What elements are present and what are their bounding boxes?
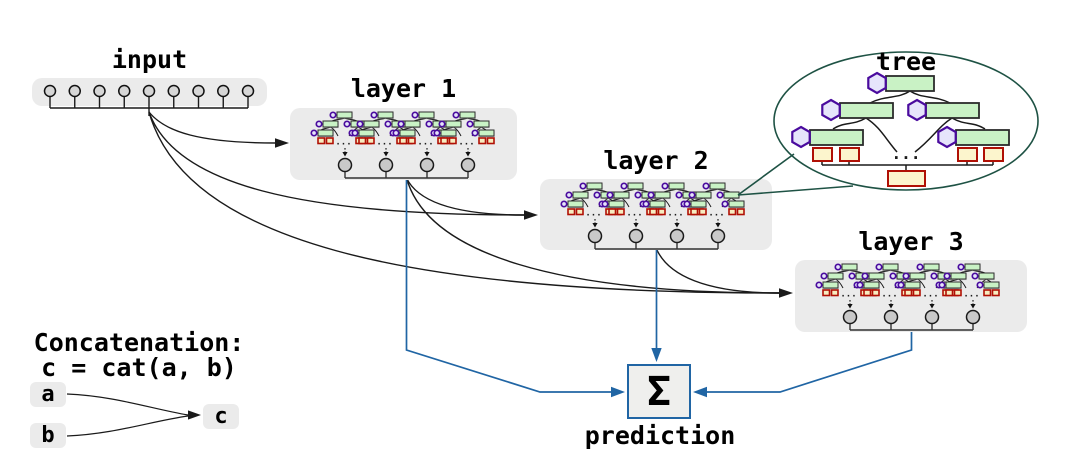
- svg-text:...: ...: [881, 290, 897, 300]
- layer-output-circle: [628, 228, 644, 244]
- input-to-layer2-arrow: [148, 111, 538, 220]
- layer-output-circle: [924, 309, 940, 325]
- tree-callout-bubble: ...: [737, 51, 1039, 196]
- input-to-layer3-arrow: [148, 111, 793, 298]
- svg-text:...: ...: [626, 209, 642, 219]
- layer2-label: layer 2: [603, 146, 709, 175]
- prediction-label: prediction: [584, 421, 736, 450]
- svg-text:...: ...: [667, 209, 683, 219]
- layer2-to-layer3-arrow: [655, 248, 780, 294]
- svg-text:...: ...: [458, 138, 474, 148]
- bubble-tail-lower: [737, 185, 854, 196]
- layer2-to-sum-arrow: [651, 249, 662, 362]
- layer3-trees-icon: ............: [815, 263, 1000, 331]
- layer2-trees-icon: ............: [560, 182, 745, 250]
- svg-text:...: ...: [840, 290, 856, 300]
- mini-tree-icon: ...: [938, 263, 1000, 300]
- svg-text:...: ...: [376, 138, 392, 148]
- layer-output-circle: [378, 157, 394, 173]
- layer1-to-layer2-arrow: [405, 177, 525, 216]
- svg-text:...: ...: [708, 209, 724, 219]
- input-feature-circle: [217, 84, 230, 98]
- layer-output-circle: [883, 309, 899, 325]
- input-feature-circle: [241, 84, 255, 98]
- layer-output-circle: [419, 157, 435, 173]
- input-feature-circle: [167, 84, 180, 98]
- input-feature-circle: [43, 84, 57, 98]
- expanded-tree-icon: [791, 71, 1010, 187]
- layer-output-circle: [337, 157, 353, 173]
- layer-output-circle: [842, 309, 858, 325]
- input-feature-circle: [93, 84, 106, 98]
- layer-output-circle: [587, 228, 603, 244]
- bubble-tail-upper: [737, 153, 795, 196]
- input-feature-circle: [118, 84, 131, 98]
- layer3-label: layer 3: [858, 227, 964, 256]
- legend-merge-arrow: [66, 393, 201, 437]
- mini-tree-icon: ...: [683, 182, 745, 219]
- layer-output-circle: [460, 157, 476, 173]
- input-feature-circle: [192, 84, 205, 98]
- input-feature-circle: [142, 84, 156, 98]
- svg-text:...: ...: [922, 290, 938, 300]
- sum-node: Σ: [627, 364, 691, 419]
- input-label: input: [111, 45, 188, 74]
- layer-output-circle: [710, 228, 726, 244]
- input-feature-circle: [68, 84, 81, 98]
- input-to-layer1-arrow: [148, 111, 289, 148]
- layer1-to-sum-arrow: [405, 178, 625, 398]
- layer-output-circle: [669, 228, 685, 244]
- legend-input-b-box: b: [30, 423, 66, 448]
- input-features-icon: [43, 84, 255, 116]
- svg-text:...: ...: [963, 290, 979, 300]
- layer1-to-layer3-arrow: [405, 177, 780, 294]
- sigma-symbol: Σ: [646, 368, 672, 415]
- svg-text:...: ...: [585, 209, 601, 219]
- mini-tree-icon: ...: [433, 111, 495, 148]
- legend-output-c-box: c: [203, 404, 239, 429]
- layer1-trees-icon: ............: [310, 111, 495, 179]
- legend-input-a-box: a: [30, 382, 66, 407]
- svg-text:...: ...: [335, 138, 351, 148]
- tree-output-rect: [887, 170, 926, 187]
- tree-ellipsis: ...: [892, 144, 921, 163]
- layer-output-circle: [965, 309, 981, 325]
- layer3-to-sum-arrow: [693, 330, 913, 398]
- legend-title-line1: Concatenation:: [33, 328, 245, 357]
- tree-callout-label: tree: [875, 47, 937, 76]
- legend-title-line2: c = cat(a, b): [41, 353, 237, 382]
- layer1-label: layer 1: [350, 74, 457, 103]
- svg-text:...: ...: [417, 138, 433, 148]
